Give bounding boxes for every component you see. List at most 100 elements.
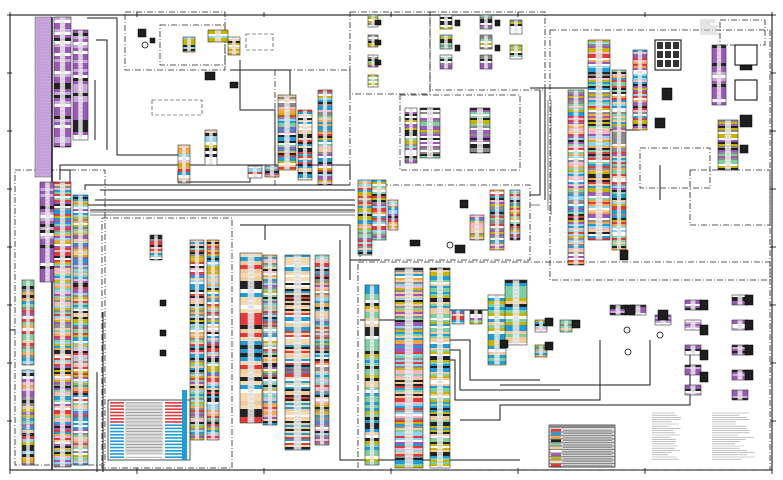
component-symbol bbox=[571, 319, 581, 329]
connector-block bbox=[479, 14, 493, 30]
dashed-zone bbox=[549, 29, 771, 281]
component-symbol bbox=[544, 341, 554, 351]
connector-block bbox=[469, 309, 483, 325]
connector-block bbox=[357, 179, 373, 256]
notes-text-blocks bbox=[20, 19, 755, 460]
component-symbol bbox=[499, 339, 509, 349]
connector-block bbox=[611, 69, 627, 251]
pin-label-band bbox=[635, 305, 641, 315]
pin-label-band bbox=[737, 390, 743, 400]
block-outline bbox=[439, 14, 453, 30]
component-symbol bbox=[374, 39, 382, 46]
connector-block bbox=[177, 144, 191, 184]
pin-label-band bbox=[59, 182, 66, 467]
connector-block bbox=[534, 319, 548, 333]
pin-label-band bbox=[26, 370, 30, 465]
block-outline bbox=[439, 54, 453, 70]
pin-label-band bbox=[78, 30, 83, 140]
pin-label-band bbox=[514, 45, 518, 59]
pin-label-band bbox=[484, 55, 488, 69]
table-row-color bbox=[165, 411, 187, 414]
table-row-color bbox=[165, 446, 187, 449]
module-box bbox=[734, 79, 758, 101]
component-symbol bbox=[739, 144, 749, 154]
component-symbol bbox=[654, 117, 666, 129]
relay-cell bbox=[657, 60, 663, 67]
block-outline bbox=[284, 254, 311, 451]
wire bbox=[339, 240, 520, 461]
connector-block bbox=[394, 267, 424, 469]
table-row-color bbox=[165, 427, 187, 430]
table-edge bbox=[182, 390, 187, 460]
connector-block bbox=[684, 299, 702, 311]
relay-cell bbox=[665, 51, 671, 58]
block-outline bbox=[264, 164, 280, 178]
table-row-color bbox=[165, 434, 187, 436]
pin-label-band bbox=[474, 310, 478, 324]
pin-label-band bbox=[211, 240, 215, 440]
legend-swatch bbox=[551, 464, 561, 467]
component-symbol bbox=[544, 317, 554, 327]
block-outline bbox=[72, 194, 89, 466]
table-row-color bbox=[165, 421, 187, 423]
table-row-color bbox=[110, 446, 124, 449]
pin-label-band bbox=[26, 280, 30, 365]
pin-label-band bbox=[637, 50, 643, 130]
pin-table bbox=[107, 390, 191, 461]
connector-block bbox=[632, 49, 648, 131]
table-row-color bbox=[110, 456, 124, 458]
dashed-zone bbox=[349, 11, 431, 95]
table-row-color bbox=[110, 421, 124, 423]
dashed-zone bbox=[429, 11, 546, 91]
connector-block bbox=[317, 89, 333, 186]
component-symbol bbox=[624, 304, 636, 316]
wire bbox=[87, 17, 178, 156]
connector-block bbox=[509, 19, 523, 35]
connector-block bbox=[469, 107, 491, 154]
pin-label-band bbox=[514, 20, 518, 34]
connector-block bbox=[387, 199, 399, 231]
table-row-color bbox=[110, 405, 124, 407]
legend-swatch bbox=[551, 460, 561, 463]
dashed-zone bbox=[399, 94, 521, 171]
connector-block bbox=[207, 29, 229, 43]
block-outline bbox=[567, 89, 585, 266]
pin-label-band bbox=[690, 300, 696, 310]
legend-swatch bbox=[551, 450, 561, 453]
pin-label-band bbox=[302, 110, 308, 180]
module-box bbox=[734, 44, 758, 66]
block-outline bbox=[53, 16, 72, 148]
component-symbol bbox=[459, 199, 469, 209]
pin-label-band bbox=[319, 255, 325, 445]
table-column bbox=[125, 402, 144, 454]
connector-block bbox=[534, 344, 548, 358]
wire bbox=[84, 184, 350, 190]
block-outline bbox=[587, 39, 611, 241]
component-symbol bbox=[149, 37, 156, 44]
dashed-zone bbox=[101, 217, 233, 469]
dashed-zone bbox=[245, 33, 274, 51]
table-row-color bbox=[165, 418, 187, 420]
connector-block bbox=[189, 239, 205, 441]
pin-label-band bbox=[512, 280, 520, 345]
pin-label-band bbox=[474, 215, 480, 240]
connector-block bbox=[182, 36, 196, 53]
pin-label-band bbox=[737, 370, 743, 380]
block-outline bbox=[239, 252, 263, 424]
component-symbol bbox=[661, 87, 673, 101]
dashed-zone bbox=[151, 99, 203, 116]
wire bbox=[240, 224, 351, 280]
relay-cell bbox=[673, 60, 679, 67]
table-row-color bbox=[110, 443, 124, 446]
connector-block bbox=[239, 252, 263, 424]
wire bbox=[450, 339, 540, 381]
connector-block bbox=[419, 107, 441, 159]
legend-header bbox=[549, 425, 615, 428]
block-outline bbox=[451, 309, 465, 325]
dashed-zone bbox=[639, 147, 711, 189]
wire bbox=[500, 340, 651, 386]
component-symbol bbox=[744, 319, 754, 331]
pin-label-band bbox=[247, 253, 255, 423]
block-outline bbox=[371, 179, 387, 241]
table-row-color bbox=[110, 402, 124, 404]
